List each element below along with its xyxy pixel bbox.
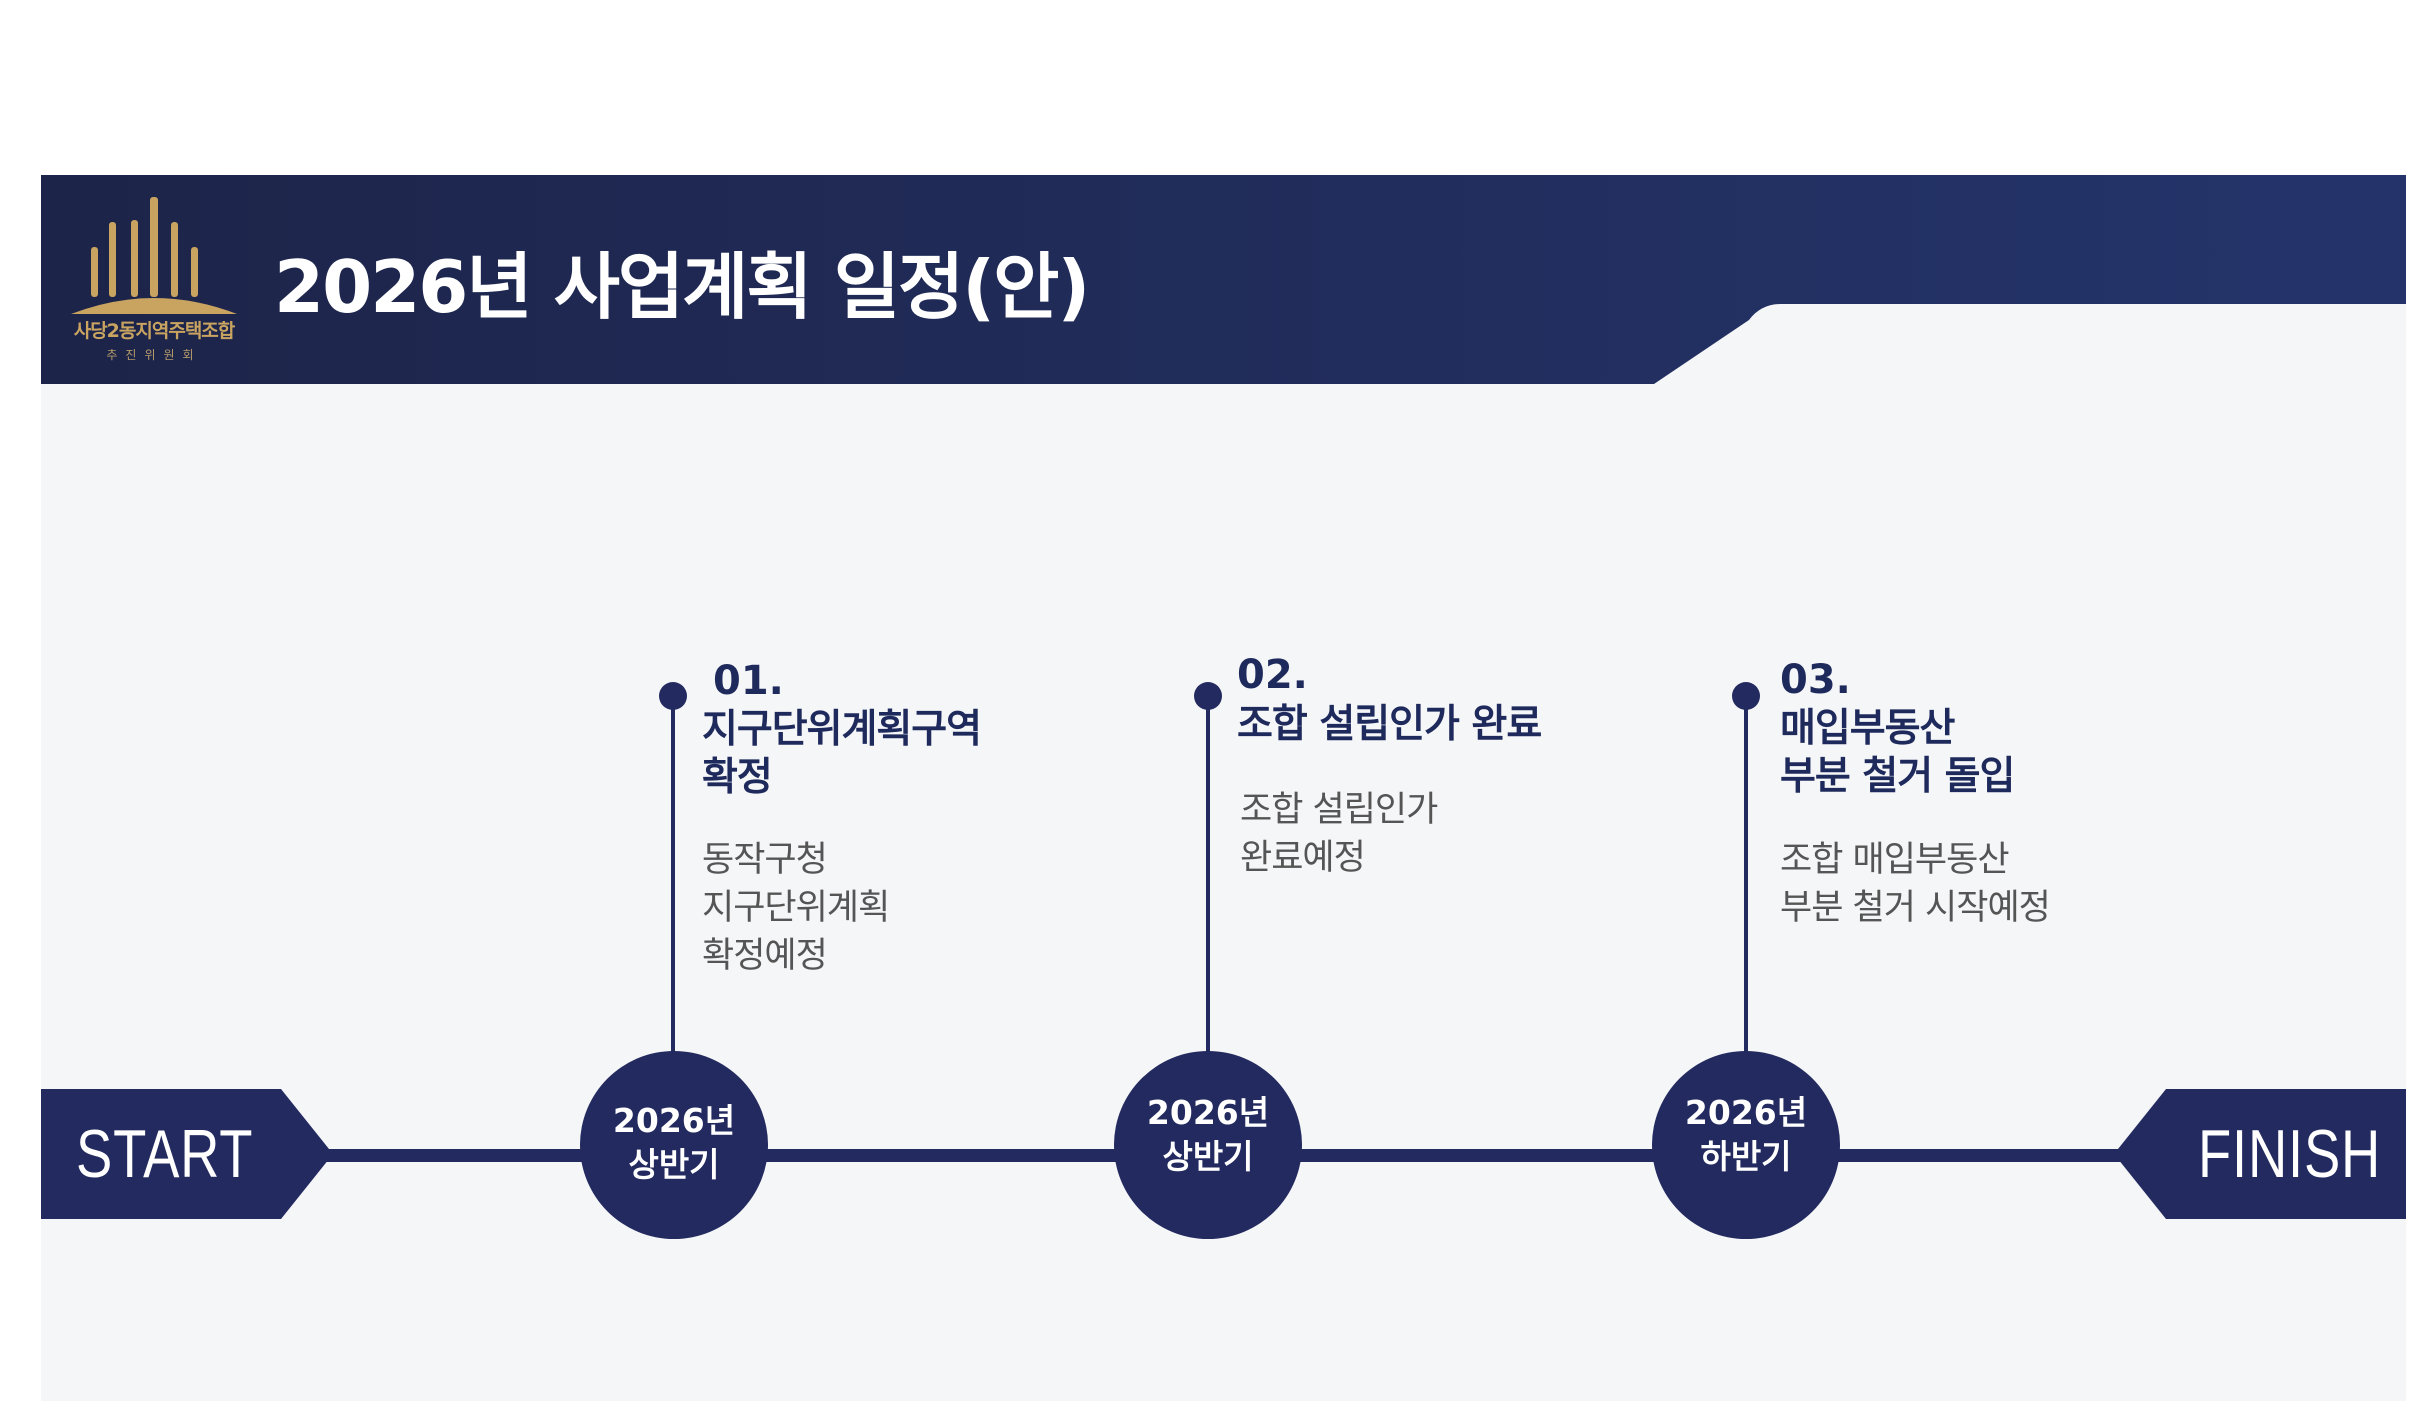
heading-line: 조합 설립인가 완료 — [1237, 702, 1542, 747]
period-half: 상반기 — [1162, 1137, 1254, 1176]
desc-line: 확정예정 — [702, 936, 828, 976]
logo-subtitle: 추진위원회 — [106, 348, 202, 362]
heading-line: 부분 철거 돌입 — [1780, 754, 2015, 799]
desc-line: 완료예정 — [1240, 838, 1366, 878]
heading-line: 지구단위계획구역 — [702, 707, 982, 752]
milestone-dot — [659, 682, 687, 710]
logo: 사당2동지역주택조합 추진위원회 — [59, 192, 249, 370]
period-year: 2026년 — [1684, 1093, 1808, 1132]
finish-label: FINISH — [2198, 1116, 2382, 1192]
desc-line: 부분 철거 시작예정 — [1780, 888, 2051, 928]
milestone-stem — [1744, 696, 1748, 1056]
milestone-dot — [1732, 682, 1760, 710]
milestone-stem — [671, 696, 675, 1056]
period-year: 2026년 — [612, 1101, 736, 1140]
logo-name: 사당2동지역주택조합 — [73, 320, 236, 342]
desc-line: 조합 설립인가 — [1240, 790, 1438, 830]
heading-line: 확정 — [702, 755, 773, 800]
desc-line: 조합 매입부동산 — [1780, 840, 2010, 880]
finish-banner: FINISH — [2114, 1089, 2406, 1219]
heading-line: 매입부동산 — [1780, 706, 1955, 751]
header-banner — [41, 175, 2406, 384]
start-label: START — [76, 1116, 254, 1192]
building-logo-icon — [71, 197, 237, 314]
period-year: 2026년 — [1146, 1093, 1270, 1132]
milestone-number: 01. — [713, 658, 784, 704]
period-half: 상반기 — [628, 1145, 720, 1184]
milestone-number: 02. — [1237, 652, 1308, 698]
milestone-stem — [1206, 696, 1210, 1056]
page-title: 2026년 사업계획 일정(안) — [274, 245, 1090, 329]
milestone-dot — [1194, 682, 1222, 710]
milestone-number: 03. — [1780, 657, 1851, 703]
desc-line: 지구단위계획 — [702, 888, 890, 928]
start-banner: START — [41, 1089, 333, 1219]
period-half: 하반기 — [1700, 1137, 1792, 1176]
milestone-heading: 조합 설립인가 완료 — [1237, 701, 1542, 749]
desc-line: 동작구청 — [702, 840, 828, 880]
